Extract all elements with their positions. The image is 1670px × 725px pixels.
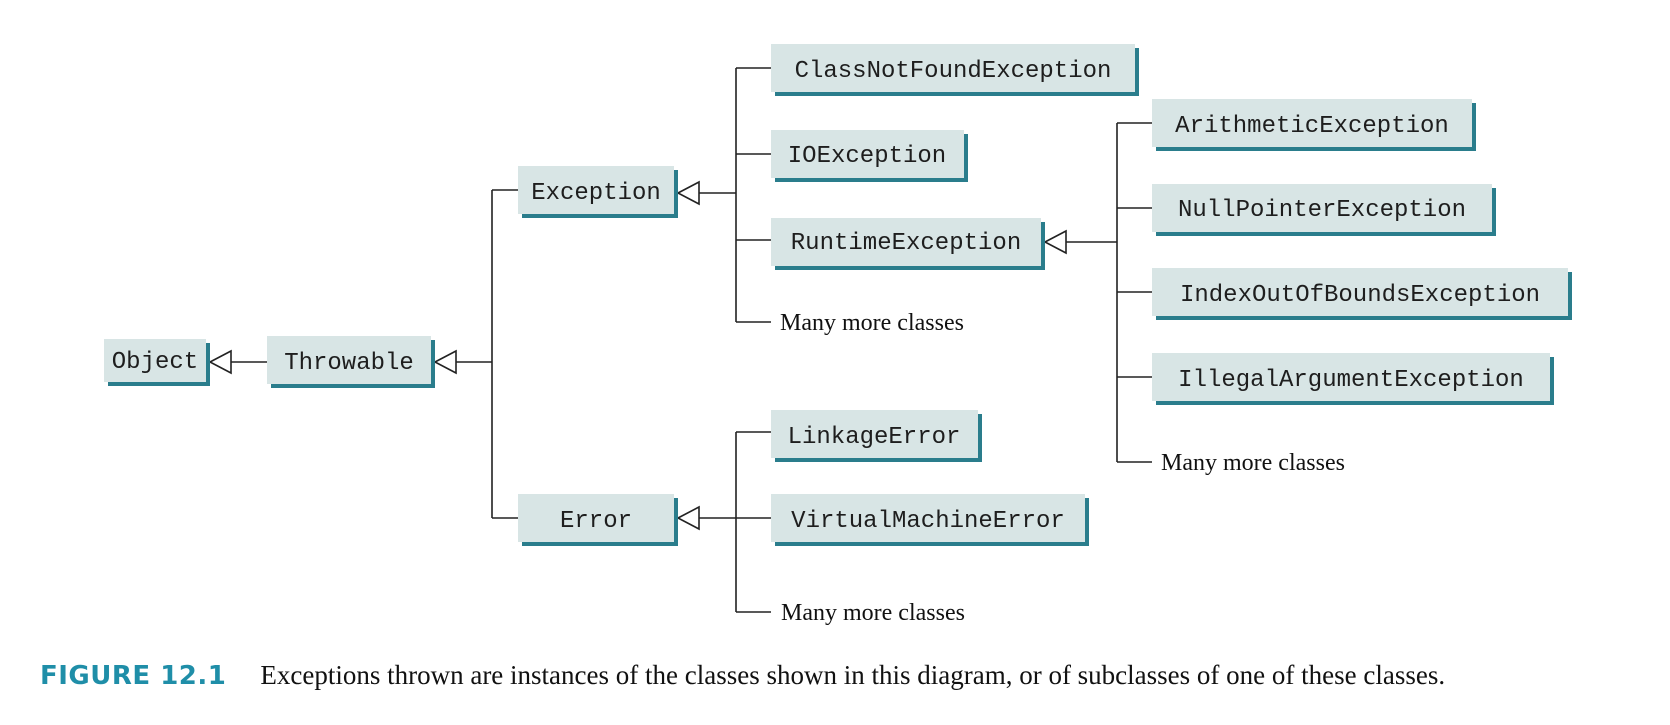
class-label-illegal-argument-exception: IllegalArgumentException — [1178, 367, 1524, 394]
error-many-more-note: Many more classes — [781, 600, 965, 626]
class-box-object: Object — [104, 339, 210, 386]
class-label-class-not-found-exception: ClassNotFoundException — [795, 58, 1112, 85]
class-label-throwable: Throwable — [284, 350, 414, 377]
class-box-virtual-machine-error: VirtualMachineError — [771, 494, 1089, 546]
class-box-linkage-error: LinkageError — [771, 410, 982, 462]
exception-hierarchy-diagram: Object Throwable Exception Error ClassNo… — [104, 44, 1572, 626]
class-label-virtual-machine-error: VirtualMachineError — [791, 508, 1065, 535]
class-box-error: Error — [518, 494, 678, 546]
class-label-error: Error — [560, 508, 632, 535]
class-label-runtime-exception: RuntimeException — [791, 230, 1021, 257]
figure-caption-text: Exceptions thrown are instances of the c… — [260, 660, 1446, 690]
class-box-io-exception: IOException — [771, 130, 968, 182]
class-box-arithmetic-exception: ArithmeticException — [1152, 99, 1476, 151]
inheritance-arrow-runtime-exception — [1043, 229, 1067, 255]
figure-caption: FIGURE 12.1 Exceptions thrown are instanc… — [40, 660, 1445, 691]
class-label-io-exception: IOException — [788, 143, 946, 170]
class-box-exception: Exception — [518, 166, 678, 218]
class-label-null-pointer-exception: NullPointerException — [1178, 197, 1466, 224]
inheritance-arrow-exception — [676, 180, 700, 206]
class-label-index-out-of-bounds-exception: IndexOutOfBoundsException — [1180, 282, 1540, 309]
inheritance-arrow-object — [208, 349, 232, 375]
figure-caption-label: FIGURE 12.1 — [40, 661, 227, 691]
inheritance-arrow-throwable — [433, 349, 457, 375]
class-box-index-out-of-bounds-exception: IndexOutOfBoundsException — [1152, 268, 1572, 320]
class-box-illegal-argument-exception: IllegalArgumentException — [1152, 353, 1554, 405]
class-box-class-not-found-exception: ClassNotFoundException — [771, 44, 1139, 96]
class-box-runtime-exception: RuntimeException — [771, 218, 1045, 270]
class-label-linkage-error: LinkageError — [788, 424, 961, 451]
class-box-null-pointer-exception: NullPointerException — [1152, 184, 1496, 236]
inheritance-arrow-error — [676, 505, 700, 531]
class-label-object: Object — [112, 349, 198, 376]
class-box-throwable: Throwable — [267, 336, 435, 388]
exception-many-more-note: Many more classes — [780, 310, 964, 336]
class-label-exception: Exception — [531, 180, 661, 207]
runtime-many-more-note: Many more classes — [1161, 450, 1345, 476]
class-label-arithmetic-exception: ArithmeticException — [1175, 113, 1449, 140]
connector-lines — [231, 67, 1152, 613]
